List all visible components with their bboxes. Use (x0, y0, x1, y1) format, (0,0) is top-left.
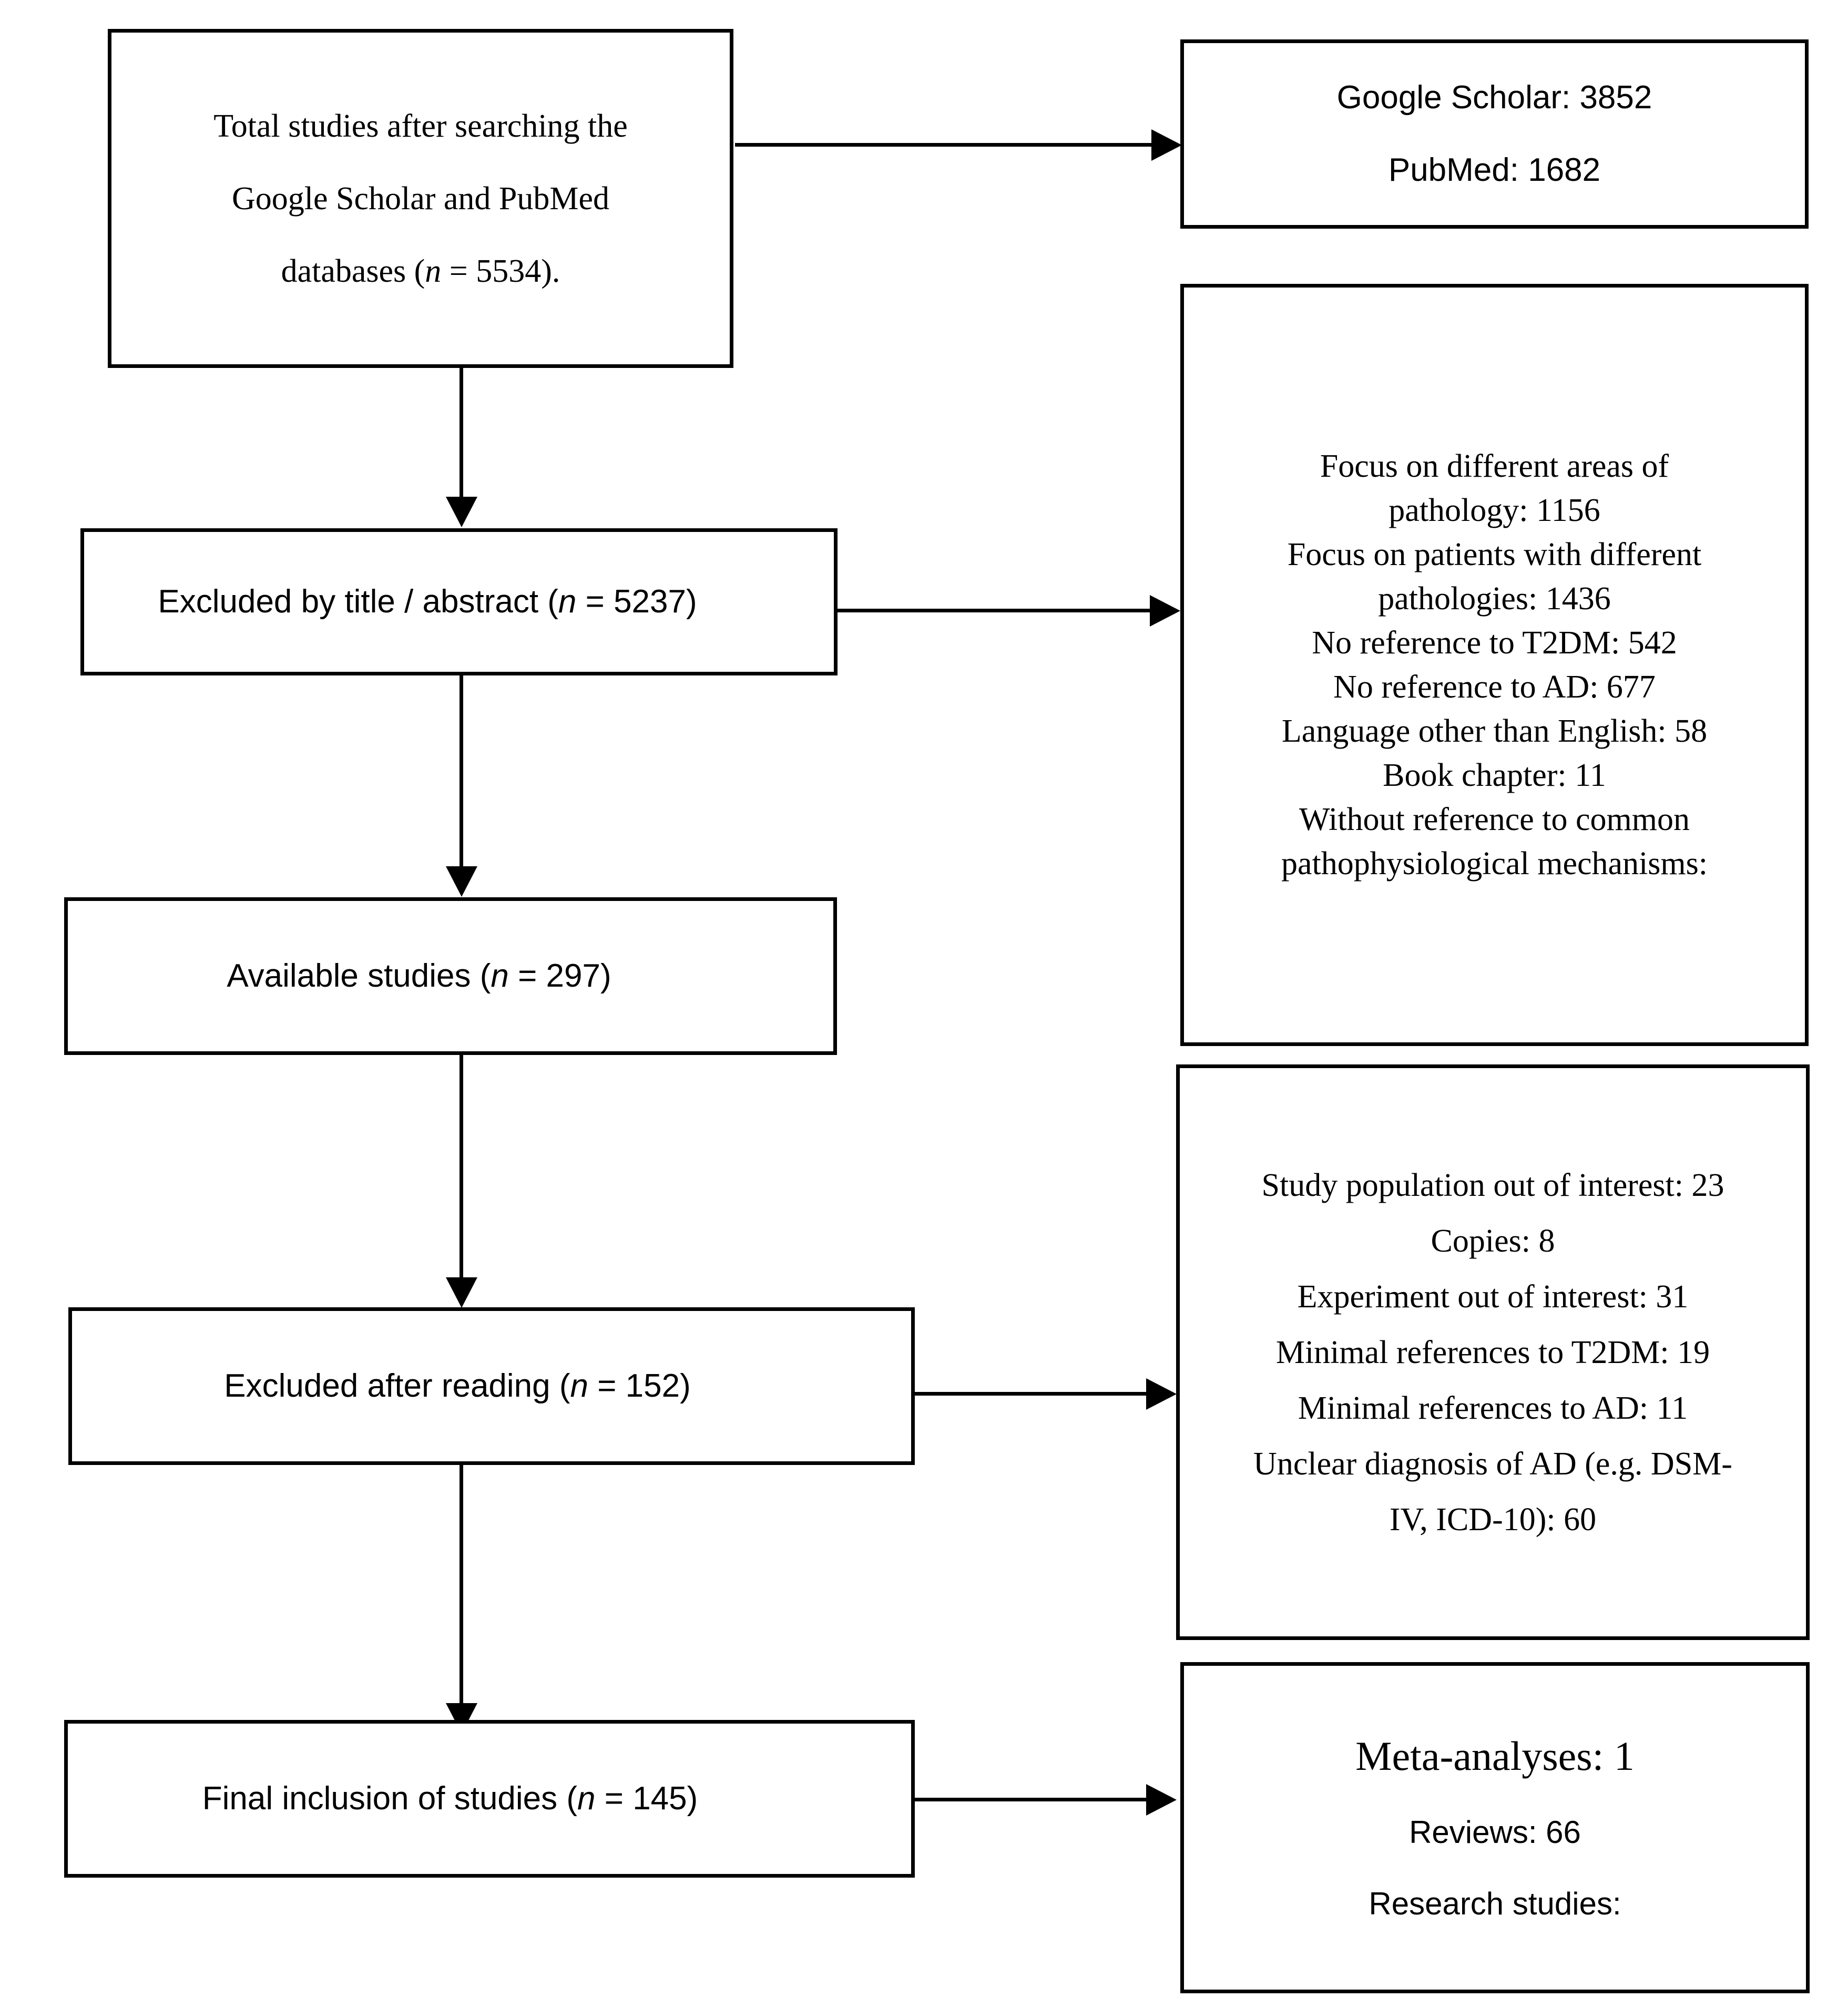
connector-total-to-databases (735, 143, 1166, 147)
excluded-title-abstract-label: Excluded by title / abstract (n = 5237) (158, 586, 697, 618)
connector-excluded-reading-to-reasons (915, 1392, 1149, 1396)
exclusion-reason-item: Focus on patients with different (1287, 537, 1702, 572)
arrowhead-excluded-title-to-reasons (1150, 595, 1180, 627)
box-reading-exclusion-reasons: Study population out of interest: 23 Cop… (1176, 1064, 1810, 1640)
box-total-studies: Total studies after searching the Google… (108, 29, 733, 368)
arrowhead-final-to-breakdown (1146, 1784, 1177, 1816)
final-inclusion-prefix: Final inclusion of studies ( (202, 1780, 578, 1817)
reading-exclusion-item: IV, ICD-10): 60 (1389, 1501, 1597, 1538)
available-studies-label: Available studies (n = 297) (227, 960, 611, 992)
available-studies-prefix: Available studies ( (227, 958, 491, 994)
connector-final-to-breakdown (915, 1798, 1149, 1801)
connector-excluded-reading-to-final (460, 1465, 463, 1704)
exclusion-reason-item: pathologies: 1436 (1378, 581, 1611, 617)
total-studies-line-2: Google Scholar and PubMed (231, 180, 610, 217)
box-database-counts: Google Scholar: 3852 PubMed: 1682 (1180, 39, 1809, 229)
exclusion-reason-item: Book chapter: 11 (1383, 757, 1606, 793)
box-available-studies: Available studies (n = 297) (64, 897, 837, 1055)
database-count-pubmed: PubMed: 1682 (1388, 152, 1601, 188)
final-inclusion-suffix: = 145) (595, 1780, 698, 1817)
excluded-after-reading-prefix: Excluded after reading ( (224, 1368, 570, 1404)
reading-exclusion-item: Study population out of interest: 23 (1261, 1167, 1724, 1203)
exclusion-reason-item: No reference to T2DM: 542 (1312, 625, 1677, 661)
excluded-title-abstract-prefix: Excluded by title / abstract ( (158, 583, 558, 620)
excluded-after-reading-suffix: = 152) (588, 1368, 691, 1404)
reading-exclusion-item: Minimal references to AD: 11 (1298, 1390, 1688, 1426)
exclusion-reason-item: Focus on different areas of (1320, 448, 1669, 484)
reading-exclusion-item: Minimal references to T2DM: 19 (1275, 1334, 1710, 1370)
excluded-after-reading-n-symbol: n (570, 1368, 588, 1404)
total-studies-line-1: Total studies after searching the (213, 108, 628, 144)
available-studies-n-symbol: n (491, 958, 509, 994)
arrowhead-excluded-title-to-available (446, 866, 477, 897)
connector-available-to-excluded-reading (460, 1055, 463, 1278)
connector-total-to-excluded-title (460, 368, 463, 498)
final-inclusion-n-symbol: n (577, 1780, 596, 1817)
breakdown-meta-analyses: Meta-analyses: 1 (1355, 1733, 1635, 1779)
database-count-google-scholar: Google Scholar: 3852 (1336, 79, 1652, 116)
total-studies-line-3: databases (n = 5534). (281, 255, 560, 288)
arrowhead-available-to-excluded-reading (446, 1277, 477, 1308)
reading-exclusion-item: Copies: 8 (1431, 1223, 1555, 1259)
box-final-inclusion-breakdown: Meta-analyses: 1 Reviews: 66 Research st… (1180, 1662, 1810, 1993)
box-excluded-after-reading: Excluded after reading (n = 152) (68, 1307, 915, 1465)
box-excluded-by-title-abstract: Excluded by title / abstract (n = 5237) (80, 528, 838, 675)
breakdown-research-studies: Research studies: (1369, 1886, 1621, 1921)
excluded-title-abstract-n-symbol: n (558, 583, 577, 620)
exclusion-reason-item: pathology: 1156 (1388, 493, 1600, 528)
final-inclusion-label: Final inclusion of studies (n = 145) (202, 1782, 698, 1815)
total-studies-prefix: databases ( (281, 253, 425, 289)
available-studies-suffix: = 297) (508, 958, 611, 994)
breakdown-reviews: Reviews: 66 (1409, 1815, 1581, 1850)
excluded-title-abstract-suffix: = 5237) (576, 583, 697, 620)
arrowhead-total-to-databases (1151, 129, 1182, 161)
exclusion-reason-item: Without reference to common (1299, 802, 1690, 837)
arrowhead-excluded-reading-to-reasons (1146, 1378, 1177, 1410)
box-title-abstract-exclusion-reasons: Focus on different areas of pathology: 1… (1180, 284, 1809, 1046)
exclusion-reason-item: pathophysiological mechanisms: (1281, 846, 1708, 882)
total-studies-suffix: = 5534). (441, 253, 560, 289)
exclusion-reason-item: Language other than English: 58 (1281, 713, 1708, 749)
reading-exclusion-item: Experiment out of interest: 31 (1297, 1278, 1689, 1315)
reading-exclusion-item: Unclear diagnosis of AD (e.g. DSM- (1253, 1446, 1732, 1482)
exclusion-reason-item: No reference to AD: 677 (1333, 669, 1656, 705)
arrowhead-total-to-excluded-title (446, 497, 477, 527)
excluded-after-reading-label: Excluded after reading (n = 152) (224, 1370, 691, 1402)
box-final-inclusion: Final inclusion of studies (n = 145) (64, 1720, 915, 1878)
total-studies-n-symbol: n (425, 253, 442, 289)
connector-excluded-title-to-available (460, 675, 463, 867)
connector-excluded-title-to-reasons (838, 609, 1153, 612)
